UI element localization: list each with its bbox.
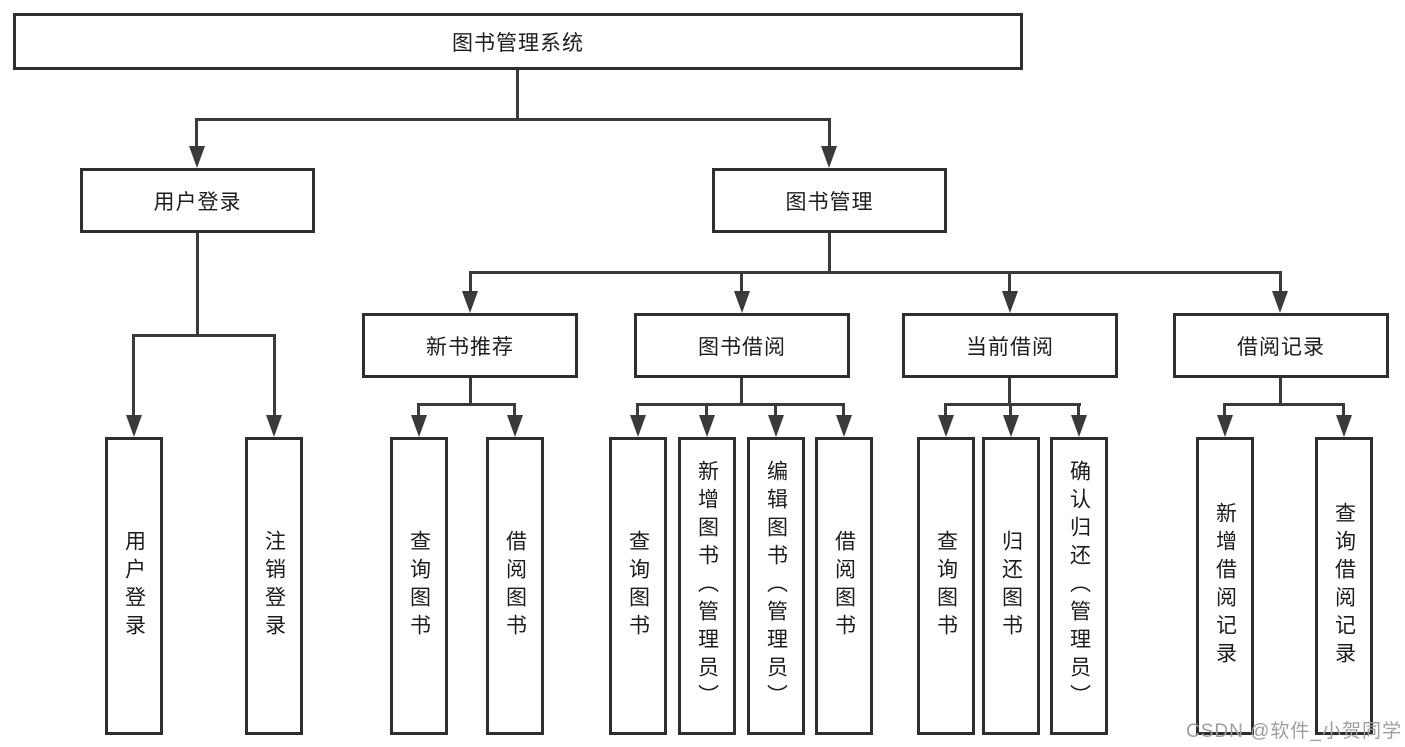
node-user-login: 用户登录 [80,168,315,233]
arrow-down-icon [1002,291,1018,313]
arrow-down-icon [462,291,478,313]
connector-line [705,403,708,420]
arrow-down-icon [266,415,282,437]
connector-line [842,403,845,420]
node-root: 图书管理系统 [13,13,1023,70]
connector-line [1342,403,1345,420]
leaf-query-book: 查询图书 [390,437,448,735]
connector-line [195,118,831,121]
connector-line [1008,271,1011,297]
leaf-borrow-book: 借阅图书 [815,437,873,735]
node-new-book-recommend: 新书推荐 [362,313,578,378]
leaf-add-book-admin: 新增图书（管理员） [678,437,736,735]
arrow-down-icon [507,415,523,437]
node-current-borrow: 当前借阅 [902,313,1118,378]
connector-line [273,334,276,419]
connector-line [828,118,831,150]
connector-line [417,403,516,406]
connector-line [513,403,516,420]
arrow-down-icon [1336,415,1352,437]
arrow-down-icon [1217,415,1233,437]
connector-line [1008,378,1011,406]
leaf-add-borrow-record: 新增借阅记录 [1196,437,1254,735]
connector-line [1077,403,1080,420]
connector-line [636,403,639,420]
arrow-down-icon [768,415,784,437]
connector-line [1223,403,1226,420]
connector-line [516,70,519,120]
connector-line [195,118,198,150]
node-book-management: 图书管理 [712,168,947,233]
leaf-query-borrow-record: 查询借阅记录 [1315,437,1373,735]
arrow-down-icon [126,415,142,437]
arrow-down-icon [836,415,852,437]
arrow-down-icon [734,291,750,313]
arrow-down-icon [189,146,205,168]
connector-line [1279,271,1282,297]
node-borrow-record: 借阅记录 [1173,313,1389,378]
connector-line [944,403,947,420]
arrow-down-icon [1003,415,1019,437]
leaf-logout: 注销登录 [245,437,303,735]
leaf-query-book: 查询图书 [917,437,975,735]
leaf-edit-book-admin: 编辑图书（管理员） [747,437,805,735]
leaf-borrow-book: 借阅图书 [486,437,544,735]
connector-line [774,403,777,420]
connector-line [636,403,845,406]
arrow-down-icon [821,146,837,168]
connector-line [469,271,472,297]
leaf-query-book: 查询图书 [609,437,667,735]
connector-line [469,271,1282,274]
connector-line [469,378,472,406]
connector-line [828,233,831,273]
arrow-down-icon [411,415,427,437]
connector-line [1223,403,1345,406]
connector-line [944,403,1081,406]
node-book-borrow: 图书借阅 [634,313,850,378]
leaf-user-login: 用户登录 [105,437,163,735]
connector-line [132,334,276,337]
arrow-down-icon [630,415,646,437]
arrow-down-icon [1071,415,1087,437]
arrow-down-icon [1272,291,1288,313]
connector-line [417,403,420,420]
connector-line [196,233,199,337]
arrow-down-icon [938,415,954,437]
csdn-watermark: CSDN @软件_小贺同学 [1186,721,1402,742]
connector-line [132,334,135,419]
leaf-confirm-return-admin: 确认归还（管理员） [1050,437,1108,735]
connector-line [740,378,743,406]
connector-line [740,271,743,297]
leaf-return-book: 归还图书 [982,437,1040,735]
arrow-down-icon [699,415,715,437]
connector-line [1009,403,1012,420]
connector-line [1279,378,1282,406]
